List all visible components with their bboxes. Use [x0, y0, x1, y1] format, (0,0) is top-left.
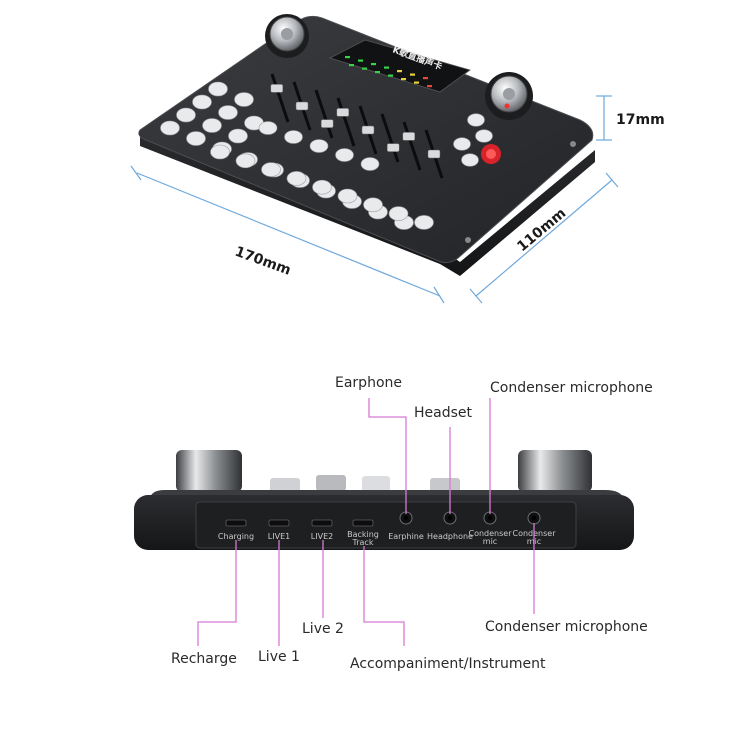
port-label: LIVE1	[268, 532, 290, 541]
fader-slider[interactable]	[295, 101, 309, 111]
effect-button[interactable]	[228, 128, 248, 144]
fader-track	[380, 113, 400, 163]
fader-slider[interactable]	[427, 149, 441, 159]
effect-button[interactable]	[192, 94, 212, 110]
port-label: Charging	[218, 532, 254, 541]
effect-button[interactable]	[208, 81, 228, 97]
mode-button[interactable]	[309, 139, 329, 153]
function-button[interactable]	[453, 137, 471, 151]
level-led	[362, 67, 367, 70]
level-led	[410, 73, 415, 76]
mode-button[interactable]	[284, 130, 303, 144]
sound-effect-button[interactable]	[286, 171, 307, 186]
effect-button[interactable]	[176, 107, 196, 123]
port-label-line2: mic	[483, 537, 497, 546]
usb-port[interactable]	[352, 519, 374, 527]
mode-button[interactable]	[360, 157, 380, 171]
callout-condenser-bottom: Condenser microphone	[485, 619, 648, 635]
sound-effect-button[interactable]	[261, 162, 281, 177]
callout-headset: Headset	[414, 405, 473, 421]
level-led	[427, 85, 432, 88]
effect-button[interactable]	[186, 131, 206, 146]
fader-slider[interactable]	[270, 84, 284, 93]
usb-port[interactable]	[268, 519, 290, 527]
level-led	[414, 81, 419, 84]
effect-button[interactable]	[234, 92, 254, 107]
sound-effect-button[interactable]	[312, 179, 332, 195]
fader-track	[402, 121, 422, 171]
usb-port[interactable]	[225, 519, 247, 527]
record-button[interactable]	[481, 144, 501, 164]
volume-knob-right[interactable]	[485, 72, 533, 120]
level-led	[375, 71, 380, 74]
effect-button[interactable]	[160, 120, 180, 136]
dimension-lines	[130, 95, 619, 304]
port-label-line1: Condenser	[469, 529, 513, 538]
level-led	[397, 70, 402, 73]
level-led	[371, 63, 376, 66]
callout-live2: Live 2	[302, 621, 344, 637]
level-led	[423, 77, 428, 80]
function-button[interactable]	[461, 153, 479, 167]
button-grid	[160, 81, 493, 230]
volume-knob-left[interactable]	[265, 14, 309, 58]
callout-accompaniment: Accompaniment/Instrument	[350, 656, 546, 672]
callout-lines	[197, 398, 535, 646]
sound-effect-button[interactable]	[414, 215, 434, 230]
callout-recharge: Recharge	[171, 651, 237, 667]
usb-port[interactable]	[311, 519, 333, 527]
function-button[interactable]	[475, 129, 493, 143]
knob-left-side	[176, 450, 242, 492]
screw-icon	[570, 141, 576, 147]
height-dimension: 17mm	[616, 112, 665, 128]
fader-slider[interactable]	[402, 132, 416, 141]
knob-right-side	[518, 450, 592, 492]
sound-effect-button[interactable]	[363, 197, 383, 213]
level-meter-panel	[328, 39, 471, 93]
sound-effect-button[interactable]	[235, 153, 256, 169]
fader-slider[interactable]	[320, 119, 334, 128]
function-button[interactable]	[467, 113, 485, 127]
sound-effect-button[interactable]	[210, 144, 230, 160]
screw-icon	[465, 237, 471, 243]
fader-slider[interactable]	[336, 108, 350, 117]
port-label-line2: Track	[352, 538, 374, 547]
level-meter-leds	[345, 56, 432, 88]
level-led	[349, 64, 354, 67]
callout-earphone: Earphone	[335, 375, 402, 391]
level-led	[358, 59, 363, 62]
length-dimension: 170mm	[233, 244, 293, 279]
level-led	[388, 74, 393, 77]
sound-effect-button[interactable]	[388, 206, 409, 221]
port-label: Earphine	[388, 532, 424, 541]
callout-condenser-top: Condenser microphone	[490, 380, 653, 396]
fader-track	[336, 97, 356, 147]
mode-button[interactable]	[335, 148, 354, 162]
effect-button[interactable]	[202, 118, 222, 133]
device-top-surface	[138, 15, 594, 264]
fader-slider[interactable]	[361, 125, 375, 135]
fader-track	[270, 73, 290, 123]
port-label-line1: Backing	[347, 530, 379, 539]
port-label: LIVE2	[311, 532, 333, 541]
fader-track	[314, 89, 334, 139]
level-led	[401, 78, 406, 81]
effect-button[interactable]	[218, 105, 238, 120]
level-led	[384, 66, 389, 69]
port-label: Headphone	[427, 532, 473, 541]
mode-button[interactable]	[258, 121, 278, 135]
level-led	[345, 56, 350, 59]
fader-slider[interactable]	[386, 143, 400, 152]
fader-bank	[270, 73, 444, 179]
callout-live1: Live 1	[258, 649, 300, 665]
sound-effect-button[interactable]	[337, 188, 358, 204]
